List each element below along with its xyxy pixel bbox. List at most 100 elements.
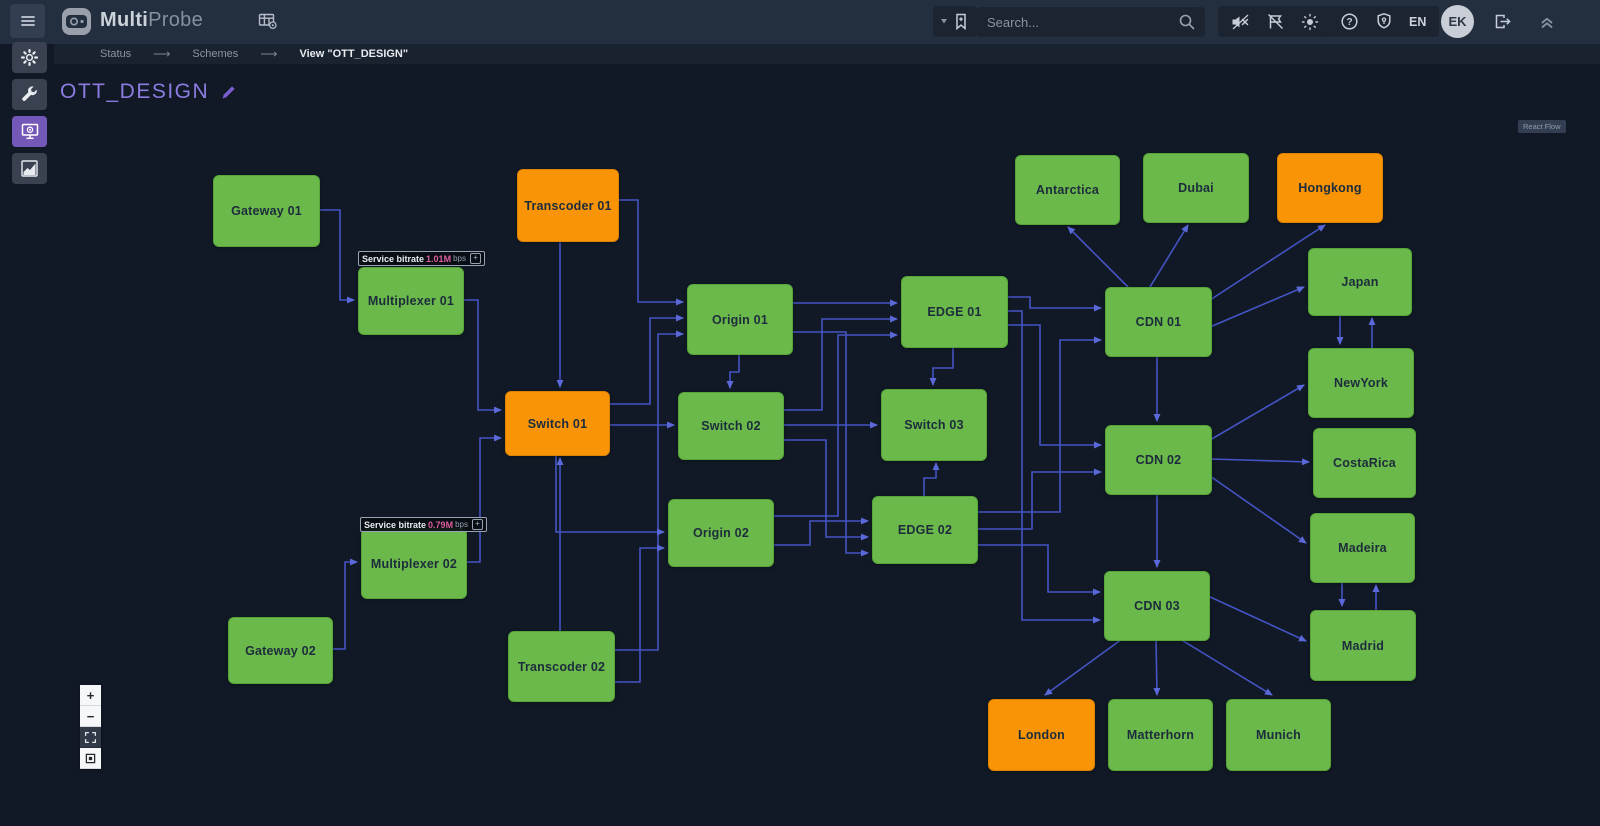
flow-node-madrid[interactable]: Madrid — [1310, 610, 1416, 681]
flow-edge-edge02-cdn01 — [976, 336, 1102, 513]
menu-icon[interactable] — [10, 4, 45, 38]
flow-node-edge02[interactable]: EDGE 02 — [872, 496, 978, 564]
flow-node-edge01[interactable]: EDGE 01 — [901, 276, 1008, 348]
flow-node-origin01[interactable]: Origin 01 — [687, 284, 793, 355]
flow-node-multiplexer01[interactable]: Multiplexer 01 — [358, 267, 464, 335]
flow-edge-origin01-edge02 — [791, 331, 869, 557]
flow-edge-multiplexer01-switch01 — [462, 299, 502, 414]
sidebar-item-tools[interactable] — [12, 79, 47, 110]
flow-edge-transcoder02-origin01 — [613, 330, 684, 651]
flow-node-label: Munich — [1256, 728, 1301, 742]
flow-edge-switch01-origin01 — [608, 314, 684, 405]
bitrate-unit: bps — [453, 253, 466, 263]
help-icon[interactable]: ? — [1340, 12, 1359, 31]
flow-edge-edge01-cdn01 — [1006, 296, 1102, 312]
bookmark-add-icon — [956, 13, 966, 31]
brightness-icon[interactable] — [1301, 13, 1319, 31]
flow-edge-cdn01-dubai — [1149, 224, 1189, 288]
logout-icon[interactable] — [1493, 12, 1513, 36]
flow-node-gateway01[interactable]: Gateway 01 — [213, 175, 320, 247]
flow-edge-cdn01-japan — [1209, 286, 1305, 328]
flow-edge-gateway02-multiplexer02 — [331, 558, 358, 650]
interactive-toggle-button[interactable] — [80, 748, 101, 769]
zoom-out-button[interactable]: − — [80, 706, 101, 727]
flow-edge-origin01-switch02 — [726, 353, 740, 389]
search-icon[interactable] — [1178, 13, 1196, 31]
flow-edge-transcoder02-origin02 — [613, 544, 665, 683]
flow-edge-gateway01-multiplexer01 — [318, 209, 355, 304]
flow-node-transcoder01[interactable]: Transcoder 01 — [517, 169, 619, 242]
flow-node-label: Japan — [1341, 275, 1379, 289]
bitrate-expand-icon[interactable]: + — [471, 519, 483, 530]
chart-icon — [21, 160, 38, 177]
flow-node-label: Madrid — [1341, 638, 1385, 653]
flow-node-label: Origin 02 — [693, 526, 749, 540]
flow-node-label: CDN 02 — [1135, 453, 1182, 467]
sidebar-item-settings[interactable] — [12, 42, 47, 73]
search-box — [977, 7, 1205, 37]
flow-node-madeira[interactable]: Madeira — [1310, 513, 1415, 583]
flow-node-switch03[interactable]: Switch 03 — [881, 389, 987, 461]
flow-edge-transcoder01-origin01 — [617, 199, 684, 306]
notifications-off-icon[interactable] — [1266, 13, 1285, 31]
flow-edge-switch02-edge01 — [782, 315, 898, 411]
edit-pencil-icon[interactable] — [221, 84, 237, 100]
avatar[interactable]: EK — [1441, 5, 1474, 38]
svg-text:?: ? — [1346, 17, 1352, 28]
flow-node-label: Transcoder 02 — [517, 659, 606, 674]
collapse-up-icon[interactable] — [1538, 12, 1556, 36]
volume-off-icon[interactable] — [1231, 13, 1250, 31]
flow-node-munich[interactable]: Munich — [1226, 699, 1331, 771]
flow-node-gateway02[interactable]: Gateway 02 — [228, 617, 333, 684]
bitrate-text: Service bitrate — [364, 519, 427, 530]
flow-node-label: Multiplexer 02 — [370, 556, 458, 571]
breadcrumb-schemes[interactable]: Schemes — [192, 48, 239, 60]
sidebar-item-analytics[interactable] — [12, 153, 47, 184]
flow-node-label: Antarctica — [1035, 183, 1100, 197]
flow-node-label: Gateway 01 — [231, 204, 302, 218]
bitrate-unit: bps — [455, 519, 468, 529]
flow-node-cdn01[interactable]: CDN 01 — [1105, 287, 1212, 357]
fit-view-button[interactable] — [80, 727, 101, 748]
flow-node-multiplexer02[interactable]: Multiplexer 02 — [361, 528, 467, 599]
reactflow-attribution: React Flow — [1518, 120, 1566, 133]
bitrate-value: 0.79M — [428, 519, 454, 530]
flow-node-cdn03[interactable]: CDN 03 — [1104, 571, 1210, 641]
search-input[interactable] — [977, 14, 1178, 30]
flow-node-hongkong[interactable]: Hongkong — [1277, 153, 1383, 223]
language-selector[interactable]: EN — [1409, 14, 1427, 29]
zoom-in-button[interactable]: + — [80, 685, 101, 706]
flow-node-costarica[interactable]: CostaRica — [1313, 428, 1416, 498]
flow-node-matterhorn[interactable]: Matterhorn — [1108, 699, 1213, 771]
flow-edge-cdn02-costarica — [1209, 458, 1310, 466]
flow-edge-switch01-origin02 — [555, 454, 665, 536]
flow-node-transcoder02[interactable]: Transcoder 02 — [508, 631, 615, 702]
shield-icon[interactable] — [1375, 12, 1393, 31]
schemes-icon[interactable] — [258, 12, 278, 35]
flow-node-switch02[interactable]: Switch 02 — [678, 392, 784, 460]
flow-node-antarctica[interactable]: Antarctica — [1015, 155, 1120, 225]
flow-node-label: CDN 01 — [1135, 315, 1182, 329]
flow-node-dubai[interactable]: Dubai — [1143, 153, 1249, 223]
bitrate-text: Service bitrate — [362, 253, 425, 264]
monitor-eye-icon — [21, 123, 38, 140]
notification-icon-group — [1218, 6, 1332, 37]
bitrate-value: 1.01M — [426, 253, 452, 264]
fit-view-icon — [84, 731, 97, 743]
bitrate-expand-icon[interactable]: + — [469, 253, 481, 264]
flow-node-japan[interactable]: Japan — [1308, 248, 1412, 316]
bookmark-add-button[interactable] — [933, 6, 977, 37]
flow-node-newyork[interactable]: NewYork — [1308, 348, 1414, 418]
gear-icon — [20, 48, 39, 67]
sidebar-item-monitor-view[interactable] — [12, 116, 47, 147]
flow-node-origin02[interactable]: Origin 02 — [668, 499, 774, 567]
flow-edge-cdn03-london — [1044, 638, 1123, 696]
breadcrumb-status[interactable]: Status — [100, 48, 132, 60]
flow-node-london[interactable]: London — [988, 699, 1095, 771]
flow-node-switch01[interactable]: Switch 01 — [505, 391, 610, 456]
flow-edge-edge02-switch03 — [923, 462, 940, 496]
flow-node-cdn02[interactable]: CDN 02 — [1105, 425, 1212, 495]
interactive-icon — [85, 753, 96, 763]
